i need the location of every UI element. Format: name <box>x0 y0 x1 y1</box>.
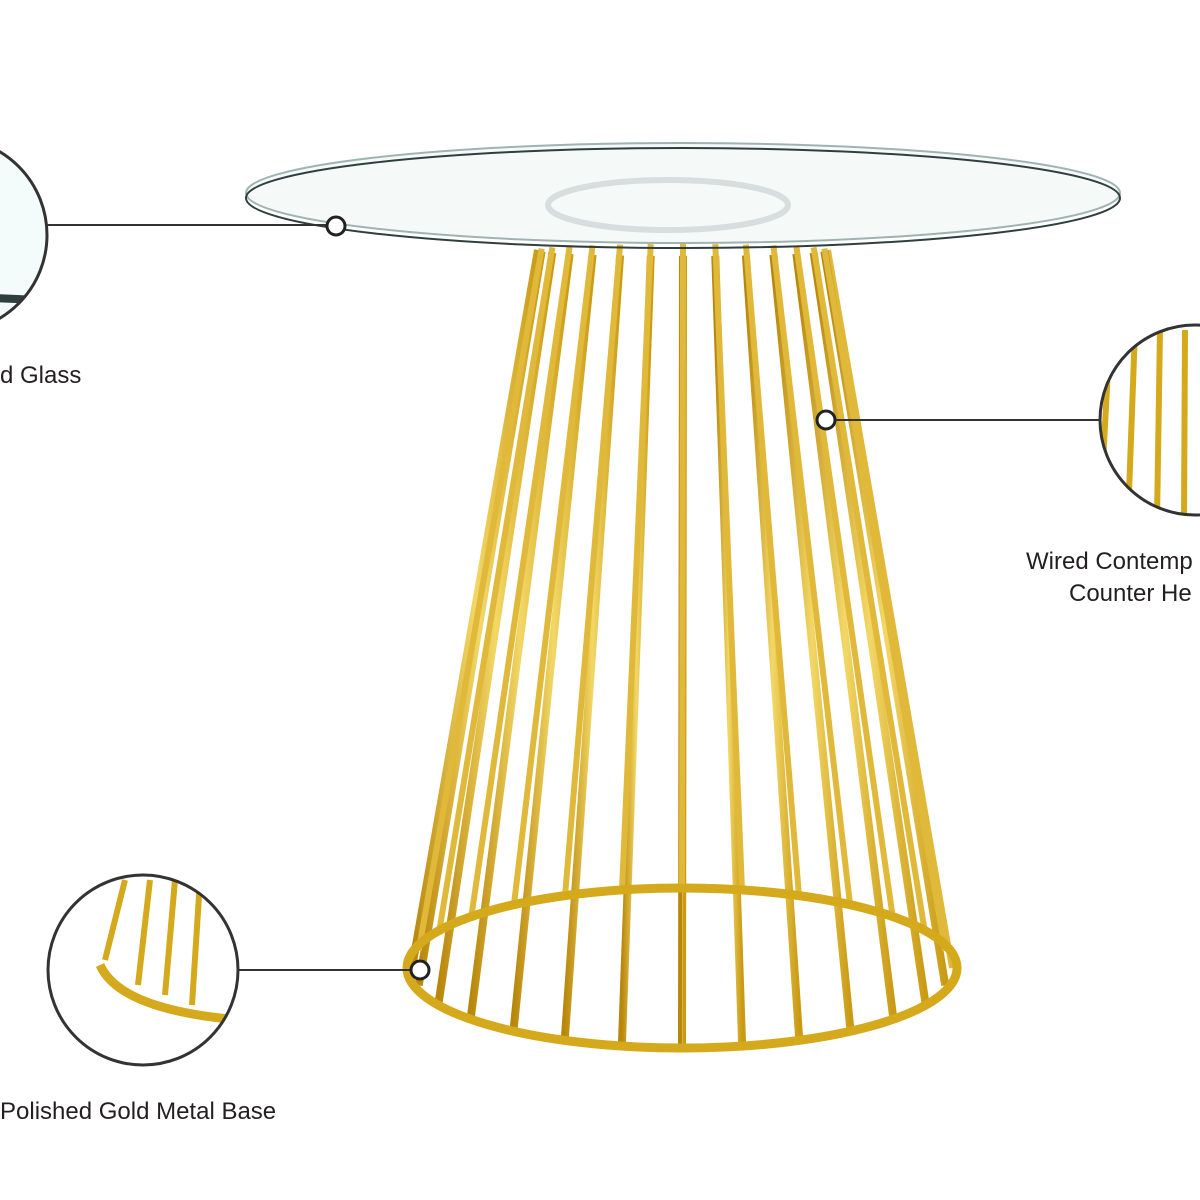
callout-label-wired-line1: Wired Contemp <box>1026 548 1193 575</box>
base-rod <box>561 244 624 898</box>
callout-label-glass: d Glass <box>0 362 82 389</box>
base-rod <box>793 245 897 920</box>
top-ring <box>545 177 791 233</box>
glass-edge <box>245 147 1121 249</box>
base-rod <box>466 253 574 1018</box>
base-rod <box>467 245 573 920</box>
callout-label-base: Polished Gold Metal Base <box>0 1098 277 1125</box>
base-rod <box>510 244 596 908</box>
base-rod <box>742 244 803 898</box>
glass-tabletop <box>245 142 1121 244</box>
base-rod <box>712 244 746 893</box>
base-rod <box>792 253 898 1018</box>
base-rod <box>810 246 929 935</box>
base-rod <box>415 248 545 952</box>
base-rod <box>435 246 556 935</box>
base-rod <box>408 249 542 969</box>
callout-wired <box>815 323 1200 517</box>
callout-glass <box>0 139 347 331</box>
base-rod <box>825 249 955 969</box>
callout-base <box>46 873 431 1067</box>
table-base-rods <box>408 243 955 1047</box>
callout-label-wired-line2: Counter He <box>1069 580 1192 607</box>
base-rod <box>821 248 949 952</box>
base-rod <box>618 244 654 893</box>
base-rod <box>770 244 854 908</box>
base-ring <box>402 883 962 1053</box>
base-rod <box>679 243 686 891</box>
